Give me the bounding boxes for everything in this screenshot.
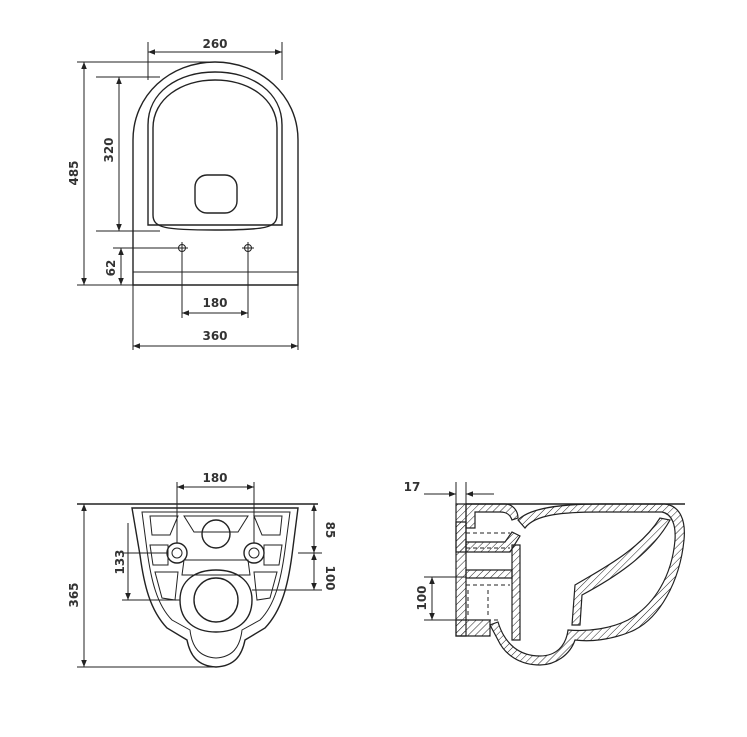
mounting-hole-right (242, 242, 254, 254)
bowl-section (489, 503, 685, 666)
dim-outlet-offset: 100 (323, 565, 337, 590)
inner-bowl-oval (152, 79, 278, 231)
bolt-hole-right (243, 542, 265, 564)
dim-total-length: 485 (67, 160, 81, 185)
dim-top-offset: 85 (323, 522, 337, 539)
mounting-hole-left (176, 242, 188, 254)
top-view: 260 485 320 62 180 360 (67, 37, 299, 350)
bolt-hole-left (166, 542, 188, 564)
inlet-circle (201, 519, 231, 549)
rear-outline (131, 507, 299, 668)
outlet-circle (193, 577, 239, 623)
dim-hole-spacing: 180 (202, 296, 227, 310)
seat-oval (147, 71, 283, 226)
dim-bolt-height: 133 (113, 549, 127, 574)
side-section-view: 17 100 (404, 480, 685, 666)
dim-hole-offset: 62 (104, 260, 118, 277)
dim-total-width: 360 (202, 329, 227, 343)
drain-opening (194, 174, 238, 214)
dim-wall-thickness: 17 (404, 480, 421, 494)
dim-seat-width: 260 (202, 37, 227, 51)
dim-total-height: 365 (67, 582, 81, 607)
dim-inner-length: 320 (102, 137, 116, 162)
dim-bolt-spacing: 180 (202, 471, 227, 485)
rear-view: 180 365 133 85 100 (67, 471, 337, 668)
bowl-outline (132, 61, 299, 286)
dim-outlet-height: 100 (415, 585, 429, 610)
